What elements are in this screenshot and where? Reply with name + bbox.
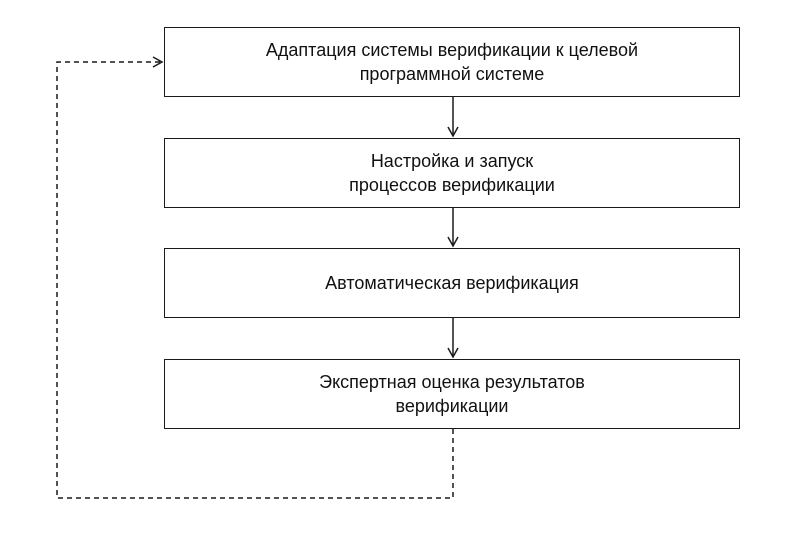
step-setup-launch-box: Настройка и запуск процессов верификации: [164, 138, 740, 208]
step-automatic-verification-box: Автоматическая верификация: [164, 248, 740, 318]
step-setup-launch-label: Настройка и запуск процессов верификации: [349, 151, 555, 195]
step-adaptation-label: Адаптация системы верификации к целевой …: [265, 40, 639, 84]
step-expert-evaluation-box: Экспертная оценка результатов верификаци…: [164, 359, 740, 429]
step-automatic-verification-label: Автоматическая верификация: [325, 273, 579, 293]
step-adaptation-box: Адаптация системы верификации к целевой …: [164, 27, 740, 97]
step-expert-evaluation-label: Экспертная оценка результатов верификаци…: [319, 372, 585, 416]
